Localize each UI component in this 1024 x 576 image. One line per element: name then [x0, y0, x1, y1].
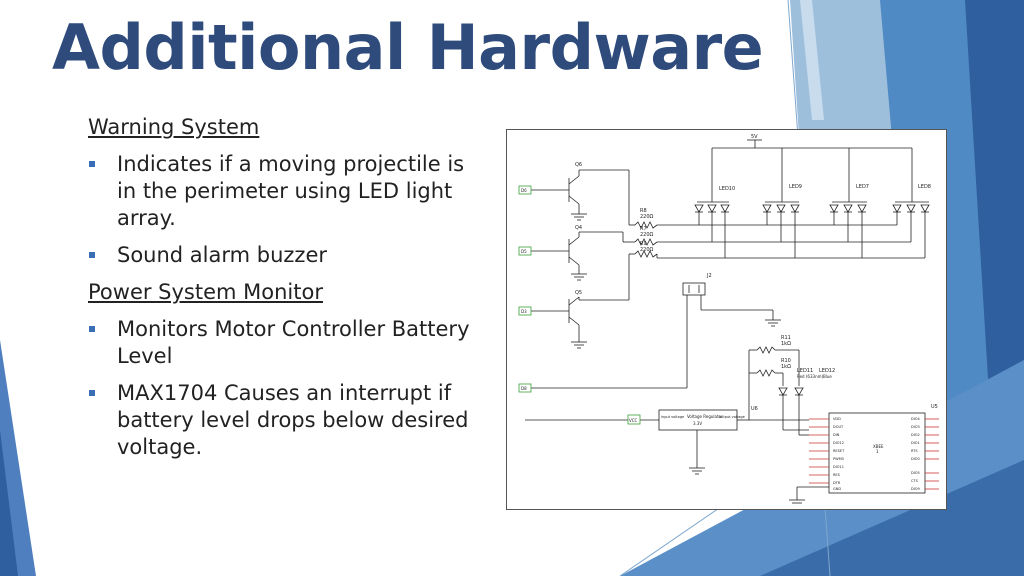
xbee-pin: DTR	[833, 481, 841, 485]
r11-label: R11	[781, 335, 791, 341]
led-group-8	[892, 201, 930, 213]
xbee-pin: DIO4	[911, 417, 920, 421]
xbee-pin: DIO5	[911, 471, 920, 475]
xbee-pin: DIO0	[911, 457, 920, 461]
circuit-schematic: 5V Q6 Q4 Q5 R8 220Ω R7 220Ω R9 220Ω LED1…	[518, 134, 939, 504]
slide-title: Additional Hardware	[52, 11, 764, 84]
xbee-pin: VDD	[833, 417, 841, 421]
led7-label: LED7	[856, 184, 869, 190]
bullet-square-icon	[89, 326, 95, 332]
regulator-name: Voltage Regulator	[687, 414, 723, 419]
bullet-item: MAX1704 Causes an interrupt if battery l…	[88, 380, 488, 461]
bullet-text: Monitors Motor Controller Battery Level	[117, 317, 470, 368]
r9-label: R9	[640, 241, 647, 247]
xbee-pin: RTS	[911, 449, 918, 453]
r10-label: R10	[781, 358, 791, 364]
xbee-pin: DIO1	[911, 441, 920, 445]
led-group-7	[829, 201, 867, 213]
led12-desc: Blue	[823, 374, 832, 379]
led10-label: LED10	[719, 186, 735, 192]
r9-value: 220Ω	[640, 247, 654, 253]
j2-label: J2	[706, 273, 712, 279]
led-group-9	[762, 201, 800, 213]
xbee-pin: DIO11	[833, 465, 844, 469]
xbee-pin: PWM0	[833, 457, 844, 461]
xbee-name: XBEE	[873, 444, 884, 449]
xbee-pin: DIO3	[911, 425, 920, 429]
regulator-value: 3.3V	[693, 421, 702, 426]
xbee-pin: DIO12	[833, 441, 844, 445]
left-corner-dark	[0, 430, 18, 576]
led12-label: LED12	[819, 368, 835, 374]
led11-desc: Red (633nm)	[797, 374, 823, 379]
supply-label: 5V	[751, 134, 758, 140]
r8-value: 220Ω	[640, 214, 654, 220]
sliver-top	[800, 0, 824, 120]
input-d6: D6	[521, 188, 527, 193]
bullet-item: Sound alarm buzzer	[88, 242, 488, 269]
xbee-pin: DIN	[833, 433, 840, 437]
bullet-square-icon	[89, 161, 95, 167]
xbee-pin: RESET	[833, 449, 845, 453]
u6-label: U6	[751, 406, 758, 412]
led11-label: LED11	[797, 368, 813, 374]
power-bullets: Monitors Motor Controller Battery Level …	[88, 316, 488, 461]
xbee-pin: DIO2	[911, 433, 920, 437]
input-d8: D8	[521, 386, 527, 391]
r7-value: 220Ω	[640, 232, 654, 238]
xbee-pin: DIO9	[911, 487, 920, 491]
r11-value: 1kΩ	[781, 341, 791, 347]
xbee-pin: CTS	[911, 479, 919, 483]
bullet-text: Sound alarm buzzer	[117, 243, 328, 267]
led8-label: LED8	[918, 184, 931, 190]
section-heading-power: Power System Monitor	[88, 280, 323, 304]
bullet-square-icon	[89, 390, 95, 396]
bullet-item: Monitors Motor Controller Battery Level	[88, 316, 488, 370]
q5-label: Q5	[575, 290, 582, 296]
input-d3: D3	[521, 309, 527, 314]
bullet-text: MAX1704 Causes an interrupt if battery l…	[117, 381, 469, 459]
regulator-input-label: input voltage	[661, 415, 684, 419]
section-heading-warning: Warning System	[88, 115, 260, 139]
bullet-item: Indicates if a moving projectile is in t…	[88, 151, 488, 232]
q4-label: Q4	[575, 225, 582, 231]
input-d5: D5	[521, 249, 527, 254]
slide-content: Warning System Indicates if a moving pro…	[88, 114, 488, 471]
bullet-text: Indicates if a moving projectile is in t…	[117, 152, 465, 230]
xbee-sub: 1	[876, 449, 879, 454]
led9-label: LED9	[789, 184, 802, 190]
xbee-pin: DOUT	[833, 425, 844, 429]
xbee-pin: RES	[833, 473, 841, 477]
r8-label: R8	[640, 208, 647, 214]
bottom-right-dark	[760, 460, 1024, 576]
xbee-pin: GND	[833, 487, 841, 491]
q6-label: Q6	[575, 162, 582, 168]
u5-label: U5	[931, 404, 938, 410]
vcc-label: VCC	[629, 418, 638, 423]
warning-bullets: Indicates if a moving projectile is in t…	[88, 151, 488, 269]
r10-value: 1kΩ	[781, 364, 791, 370]
led-group-10	[694, 201, 730, 213]
r7-label: R7	[640, 226, 647, 232]
bullet-square-icon	[89, 252, 95, 258]
regulator-output-label: output voltage	[719, 415, 745, 419]
schematic-image: 5V Q6 Q4 Q5 R8 220Ω R7 220Ω R9 220Ω LED1…	[506, 129, 947, 510]
